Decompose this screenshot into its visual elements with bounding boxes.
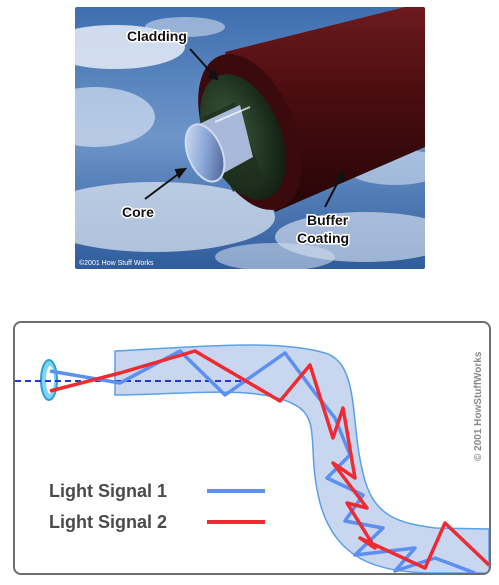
core-layer	[184, 105, 253, 183]
fiber-tube	[114, 344, 489, 573]
buffer-label-line1: Buffer	[307, 212, 349, 228]
legend: Light Signal 1 Light Signal 2	[49, 481, 265, 532]
signal-svg: Light Signal 1 Light Signal 2 © 2001 How…	[15, 344, 489, 573]
top-credit: ©2001 How Stuff Works	[79, 259, 154, 267]
cladding-label: Cladding	[127, 28, 187, 44]
buffer-label-line2: Coating	[297, 230, 349, 246]
callout-arrows	[144, 48, 344, 208]
cable-svg: Cladding Core Buffer Coating ©2001 How S…	[75, 7, 425, 269]
fiber-cable-illustration: Cladding Core Buffer Coating ©2001 How S…	[75, 7, 425, 269]
bottom-credit: © 2001 HowStuffWorks	[473, 351, 484, 461]
legend-label-signal-2: Light Signal 2	[49, 512, 167, 532]
light-signal-1-path	[49, 349, 476, 573]
light-signal-diagram: Light Signal 1 Light Signal 2 © 2001 How…	[13, 321, 491, 575]
light-signal-2-path	[49, 349, 489, 570]
core-label: Core	[122, 204, 154, 220]
legend-label-signal-1: Light Signal 1	[49, 481, 167, 501]
